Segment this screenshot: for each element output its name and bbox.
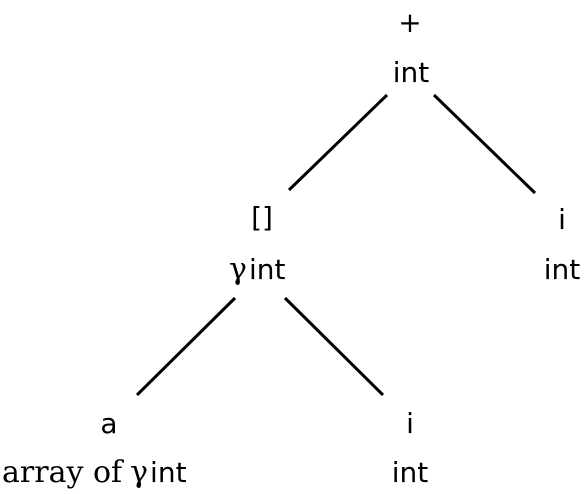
index-node: [] γint xyxy=(229,201,285,287)
root-type: int xyxy=(393,56,430,89)
right-i-node: i int xyxy=(544,203,581,286)
array-of-label: array of xyxy=(2,455,124,490)
edge-root-right-i xyxy=(432,93,537,195)
right-i-type: int xyxy=(544,253,581,286)
gamma-symbol: γ xyxy=(229,252,247,287)
edge-root-index xyxy=(287,93,389,192)
array-name: a xyxy=(100,407,117,440)
index-type-int: int xyxy=(249,253,286,286)
edge-index-inner-i xyxy=(283,296,385,397)
index-type: γint xyxy=(229,252,285,287)
edge-index-array xyxy=(135,296,237,397)
gamma-symbol: γ xyxy=(130,455,148,490)
inner-i-name: i xyxy=(406,407,414,440)
root-operator: + xyxy=(398,6,421,39)
index-operator: [] xyxy=(251,201,273,234)
root-node: + int xyxy=(393,6,430,89)
right-i-name: i xyxy=(558,203,566,236)
inner-i-node: i int xyxy=(392,407,429,489)
inner-i-type: int xyxy=(392,456,429,489)
array-type-int: int xyxy=(150,456,187,489)
